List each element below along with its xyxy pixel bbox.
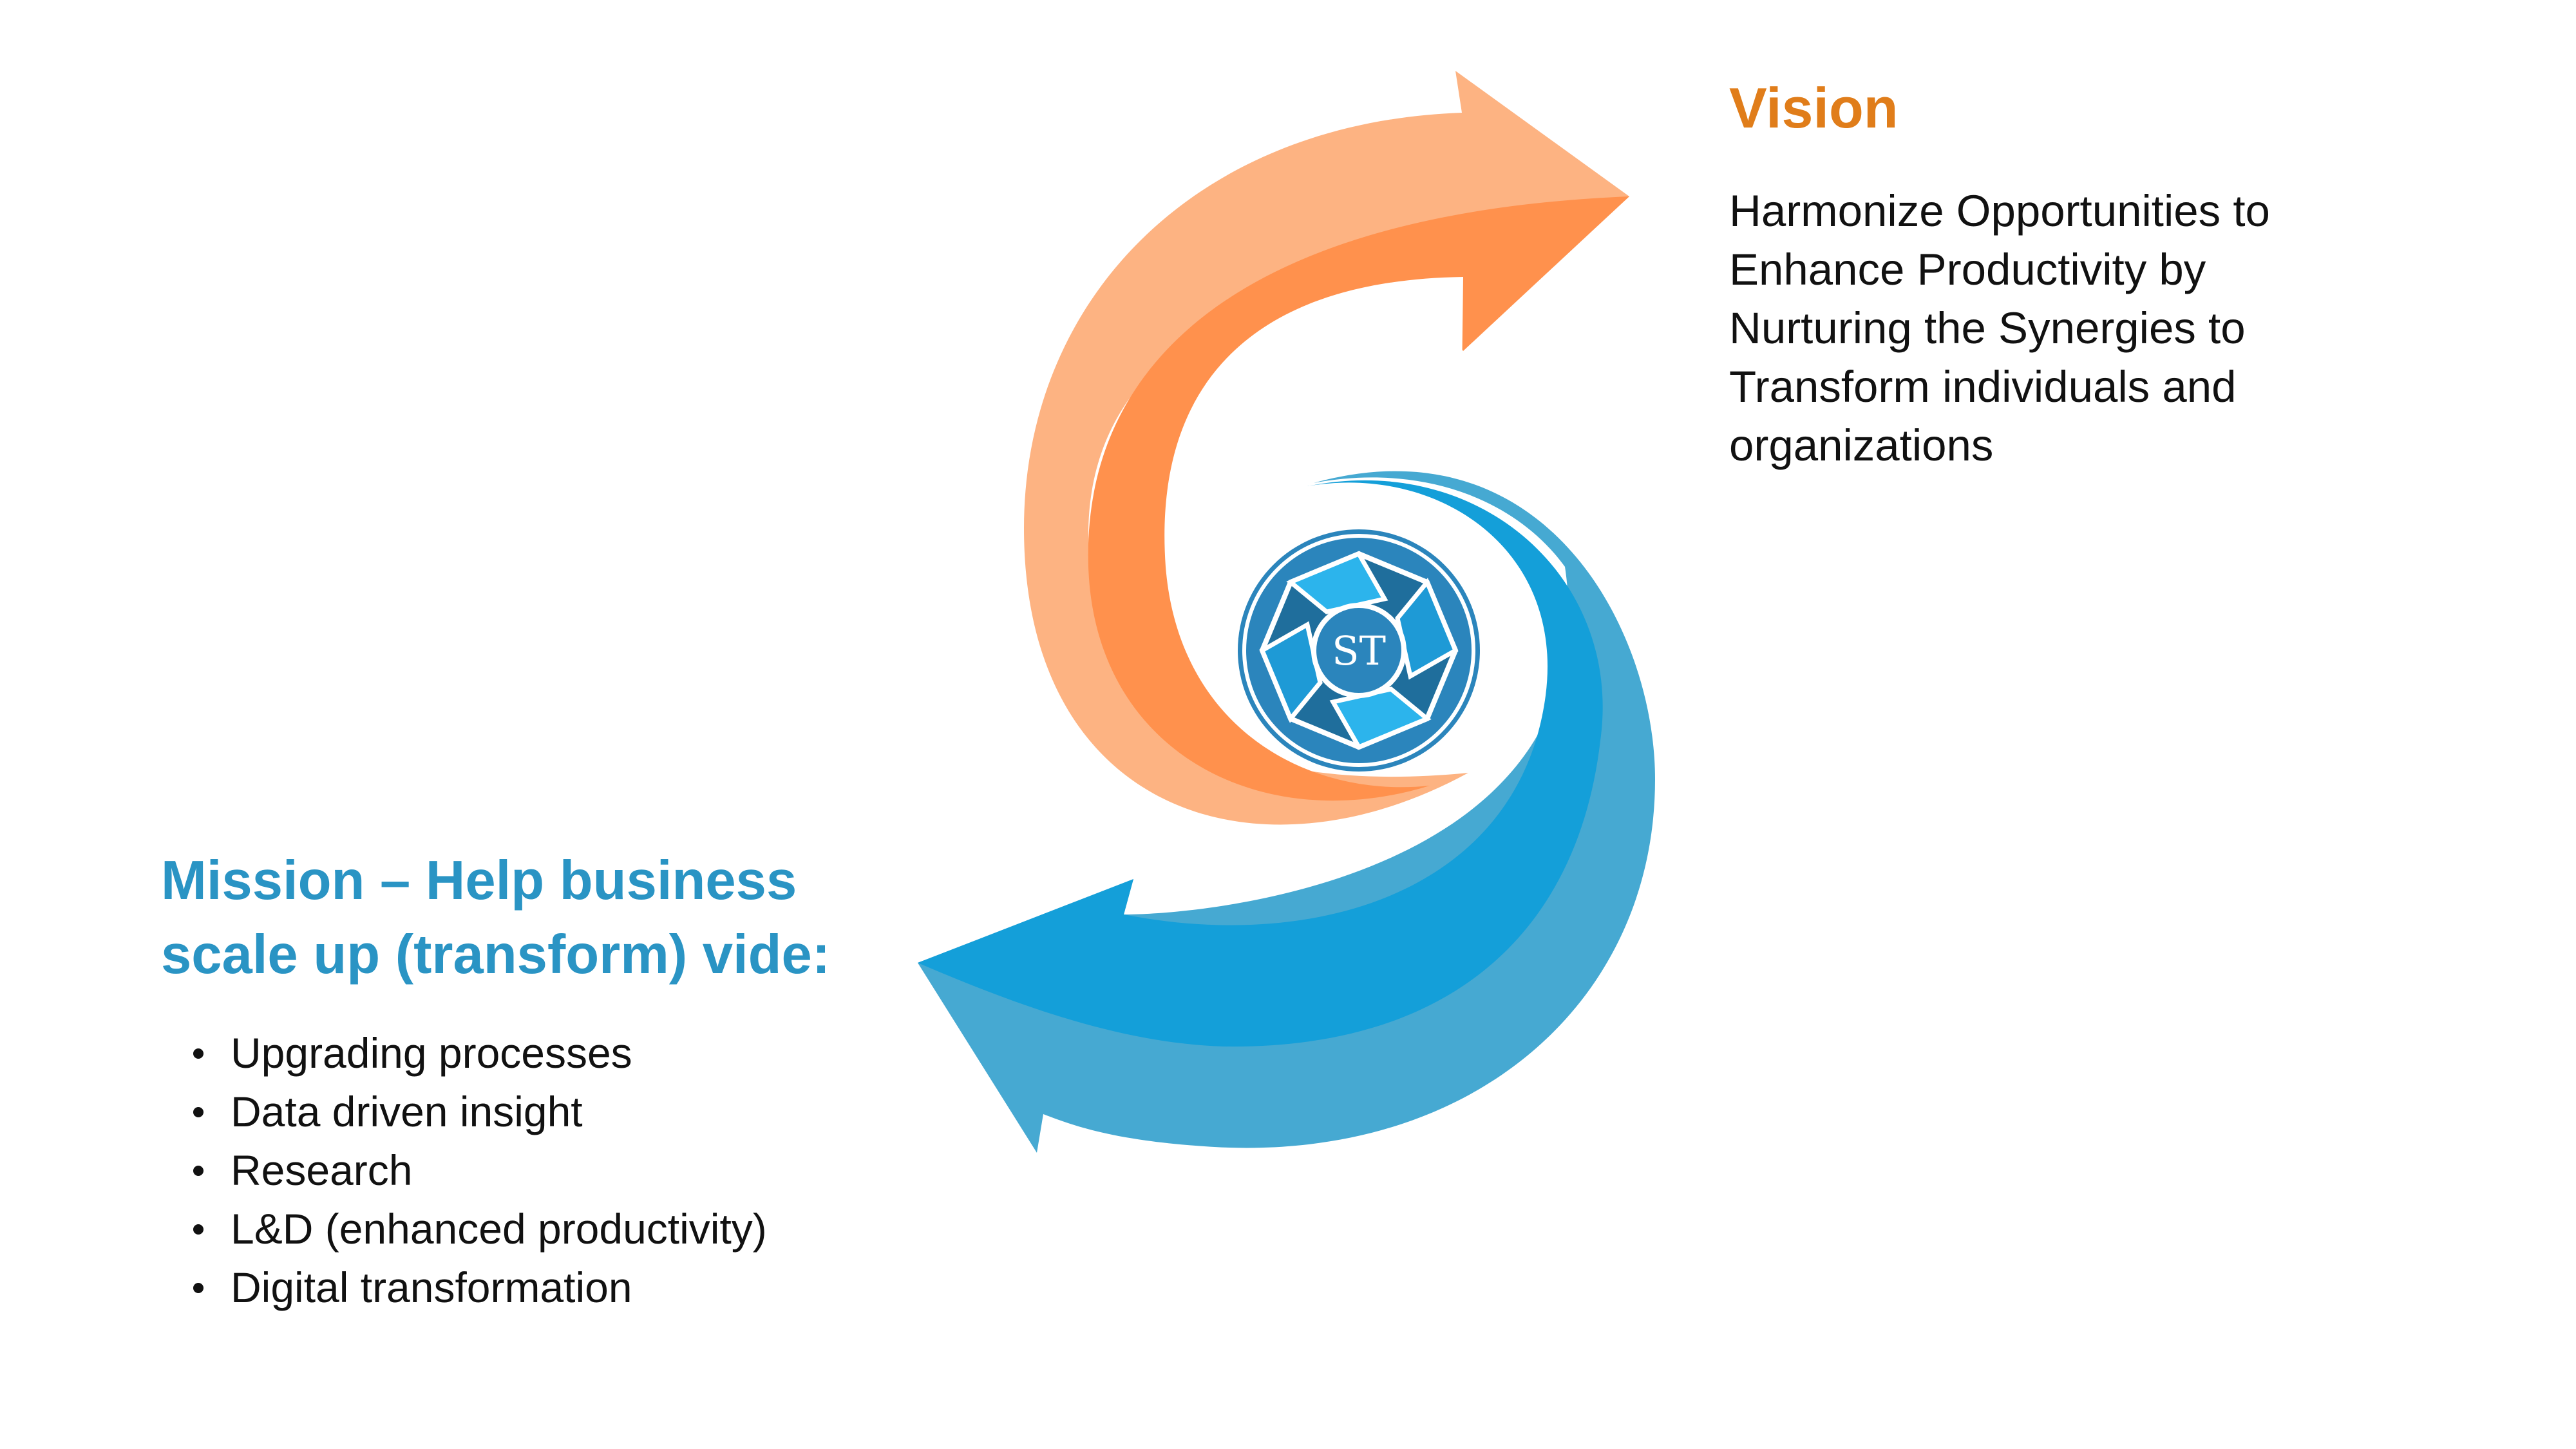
bullet-icon xyxy=(193,1282,204,1293)
orange-arrow-body-dark xyxy=(1088,196,1629,801)
blue-arrow-body-dark xyxy=(918,480,1603,1047)
octagon-swirl-logo-icon: ST xyxy=(1238,529,1480,772)
mission-item-text: Digital transformation xyxy=(231,1264,632,1311)
bullet-icon xyxy=(193,1106,204,1117)
mission-item-text: L&D (enhanced productivity) xyxy=(231,1205,767,1253)
orange-curved-arrow-icon xyxy=(1024,71,1629,825)
mission-item-text: Research xyxy=(231,1146,413,1194)
mission-item-text: Upgrading processes xyxy=(231,1029,632,1077)
vision-section: Vision Harmonize Opportunities to Enhanc… xyxy=(1729,77,2373,475)
vision-text: Harmonize Opportunities to Enhance Produ… xyxy=(1729,185,2270,470)
mission-item-text: Data driven insight xyxy=(231,1088,583,1135)
bullet-icon xyxy=(193,1048,204,1059)
mission-list-item: Research xyxy=(193,1141,902,1200)
mission-title: Mission – Help business scale up (transf… xyxy=(161,850,831,985)
mission-section: Mission – Help business scale up (transf… xyxy=(161,844,902,1317)
mission-list: Upgrading processes Data driven insight … xyxy=(161,1024,902,1317)
mission-list-item: Data driven insight xyxy=(193,1083,902,1141)
mission-list-item: Upgrading processes xyxy=(193,1024,902,1083)
mission-list-item: Digital transformation xyxy=(193,1258,902,1317)
vision-title: Vision xyxy=(1729,76,1899,140)
logo-text: ST xyxy=(1332,627,1386,674)
mission-list-item: L&D (enhanced productivity) xyxy=(193,1200,902,1258)
blue-curved-arrow-icon xyxy=(918,471,1655,1153)
bullet-icon xyxy=(193,1165,204,1176)
bullet-icon xyxy=(193,1224,204,1235)
